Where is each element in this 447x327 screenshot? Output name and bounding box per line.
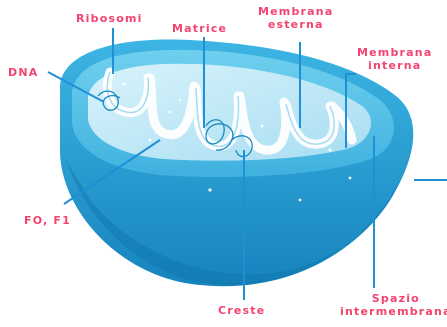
label-dna: DNA	[8, 66, 38, 79]
label-membrana-interna: Membrana interna	[357, 46, 432, 72]
label-creste: Creste	[218, 304, 265, 317]
label-membrana-interna-line-1: Membrana	[357, 46, 432, 59]
label-fo-f1: FO, F1	[24, 214, 71, 227]
label-membrana-esterna-line-1: Membrana	[258, 5, 333, 18]
label-spazio-intermembrana-line-1: Spazio	[340, 292, 447, 305]
label-ribosomi: Ribosomi	[76, 12, 143, 25]
label-spazio-intermembrana-line-2: intermembrana	[340, 305, 447, 318]
label-membrana-interna-line-2: interna	[357, 59, 432, 72]
label-membrana-esterna: Membrana esterna	[258, 5, 333, 31]
label-spazio-intermembrana: Spazio intermembrana	[340, 292, 447, 318]
label-membrana-esterna-line-2: esterna	[258, 18, 333, 31]
label-matrice: Matrice	[172, 22, 227, 35]
